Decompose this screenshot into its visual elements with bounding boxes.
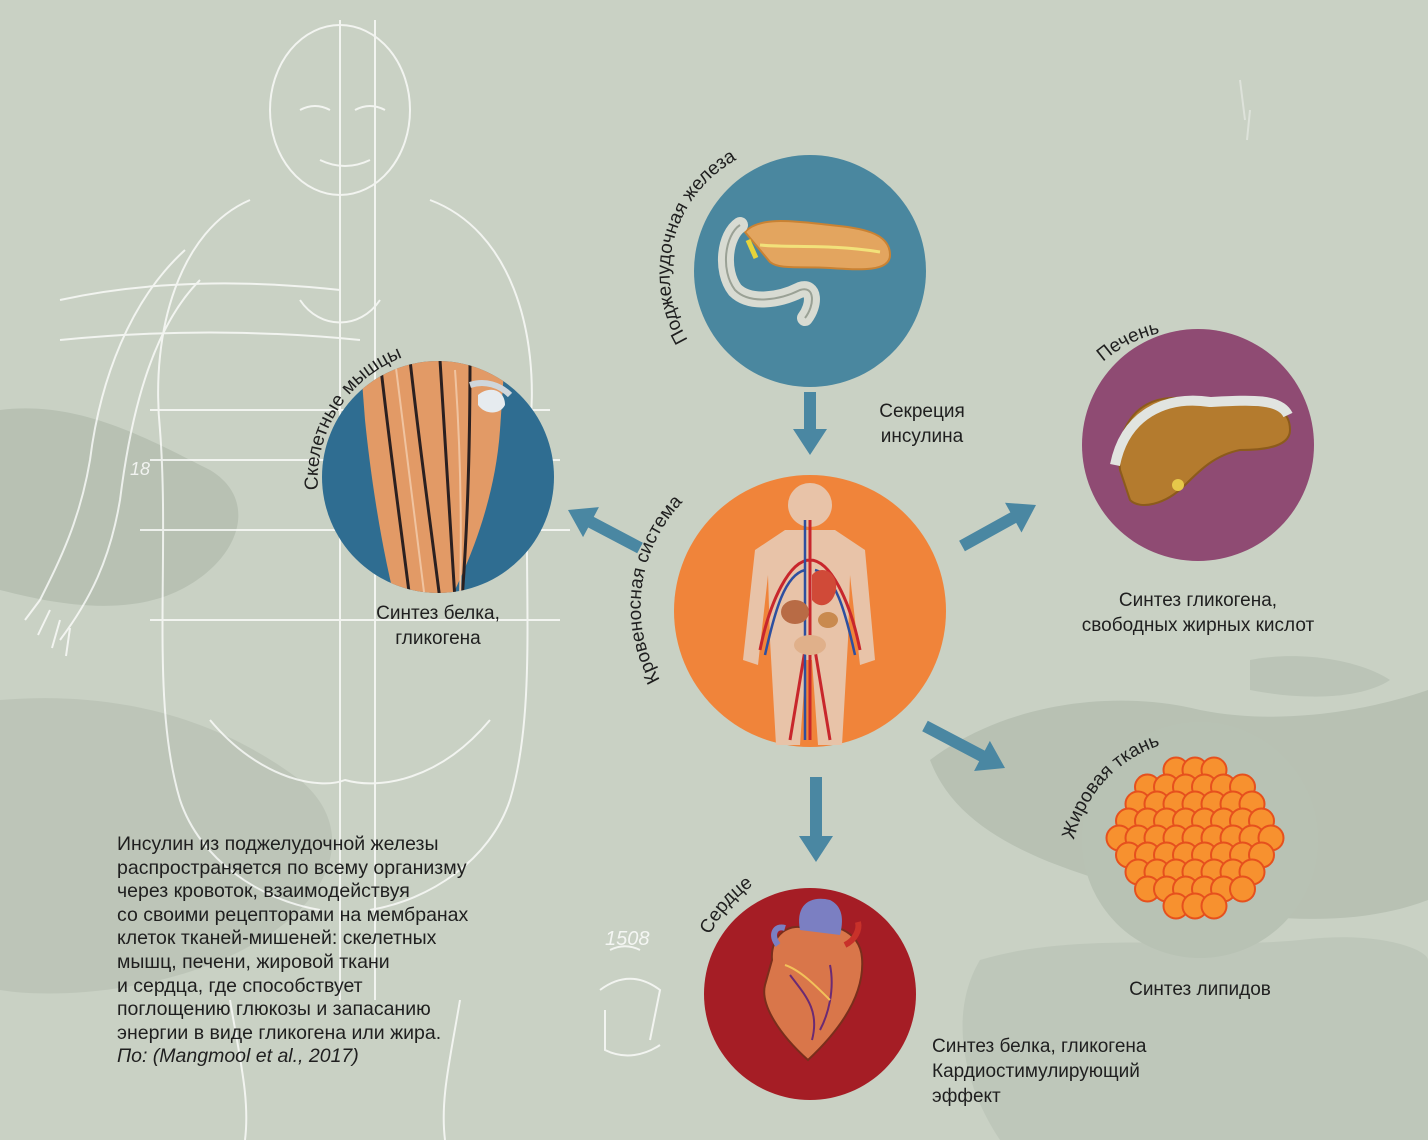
description-line: клеток тканей-мишеней: скелетных: [117, 927, 587, 951]
secretion-line-2: инсулина: [862, 424, 982, 449]
node-blood: Кровеносная система: [625, 475, 946, 747]
node-liver: Печень: [1082, 317, 1314, 561]
liver-caption: Синтез гликогена, свободных жирных кисло…: [1058, 588, 1338, 638]
description-line: поглощению глюкозы и запасанию: [117, 998, 587, 1022]
description-source: По: (Mangmool et al., 2017): [117, 1045, 587, 1069]
description-line: со своими рецепторами на мембранах: [117, 904, 587, 928]
node-fat: Жировая ткань: [1058, 722, 1318, 958]
heart-caption-line-2: Кардиостимулирующий: [932, 1059, 1192, 1084]
description-line: Инсулин из поджелудочной железы: [117, 833, 587, 857]
description-line: и сердца, где способствует: [117, 975, 587, 999]
fat-cell: [1202, 894, 1227, 919]
description-line: энергии в виде гликогена или жира.: [117, 1022, 587, 1046]
fat-cell: [1230, 877, 1255, 902]
secretion-line-1: Секреция: [862, 399, 982, 424]
liver-caption-line-2: свободных жирных кислот: [1058, 613, 1338, 638]
fat-caption-line-1: Синтез липидов: [1110, 977, 1290, 1002]
fat-caption: Синтез липидов: [1110, 977, 1290, 1002]
node-heart: Сердце: [696, 872, 916, 1100]
description-line: распространяется по всему организму: [117, 857, 587, 881]
muscles-caption-line-2: гликогена: [338, 626, 538, 651]
description-line: через кровоток, взаимодействуя: [117, 880, 587, 904]
liver-caption-line-1: Синтез гликогена,: [1058, 588, 1338, 613]
secretion-caption: Секреция инсулина: [862, 399, 982, 449]
node-muscles: Скелетные мышцы: [302, 343, 554, 600]
description-text: Инсулин из поджелудочной железы распрост…: [117, 833, 587, 1069]
node-pancreas: Поджелудочная железа: [654, 146, 926, 387]
muscles-caption-line-1: Синтез белка,: [338, 601, 538, 626]
heart-caption: Синтез белка, гликогена Кардиостимулирую…: [932, 1034, 1192, 1109]
description-line: мышц, печени, жировой ткани: [117, 951, 587, 975]
heart-caption-line-1: Синтез белка, гликогена: [932, 1034, 1192, 1059]
muscles-caption: Синтез белка, гликогена: [338, 601, 538, 651]
heart-caption-line-3: эффект: [932, 1084, 1192, 1109]
